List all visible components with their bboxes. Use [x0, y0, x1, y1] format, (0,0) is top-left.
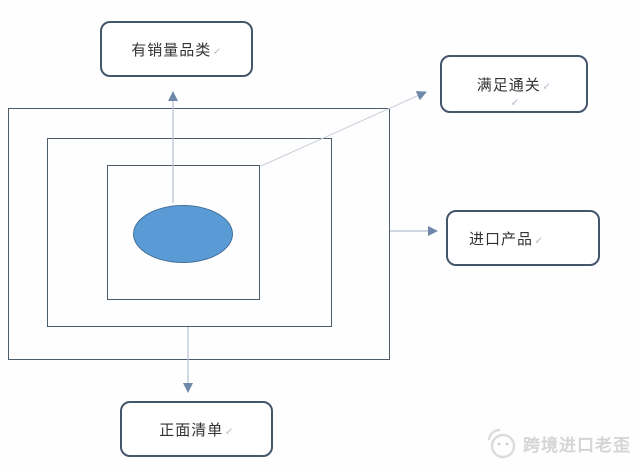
node-label: 进口产品: [469, 229, 534, 248]
watermark-text: 跨境进口老歪: [523, 435, 631, 456]
watermark-logo-icon: [487, 428, 516, 459]
return-mark: ↙: [511, 98, 520, 108]
inner-rectangle: [107, 165, 260, 300]
return-mark: ↙: [542, 82, 552, 92]
node-label: 满足通关: [476, 75, 541, 94]
node-label: 有销量品类: [131, 40, 212, 59]
center-ellipse: [133, 205, 233, 263]
node-sales-category: 有销量品类↙: [100, 21, 253, 77]
outer-rectangle: [8, 108, 390, 360]
return-mark: ↙: [535, 236, 544, 246]
node-positive-list: 正面清单↙: [120, 401, 273, 457]
return-mark: ↙: [225, 427, 234, 437]
node-customs-clearance: 满足通关↙ ↙: [440, 55, 588, 113]
node-import-product: 进口产品↙: [446, 210, 600, 266]
watermark: 跨境进口老歪: [484, 426, 631, 460]
node-label: 正面清单: [159, 420, 224, 439]
return-mark: ↙: [213, 47, 222, 57]
middle-rectangle: [47, 138, 332, 327]
